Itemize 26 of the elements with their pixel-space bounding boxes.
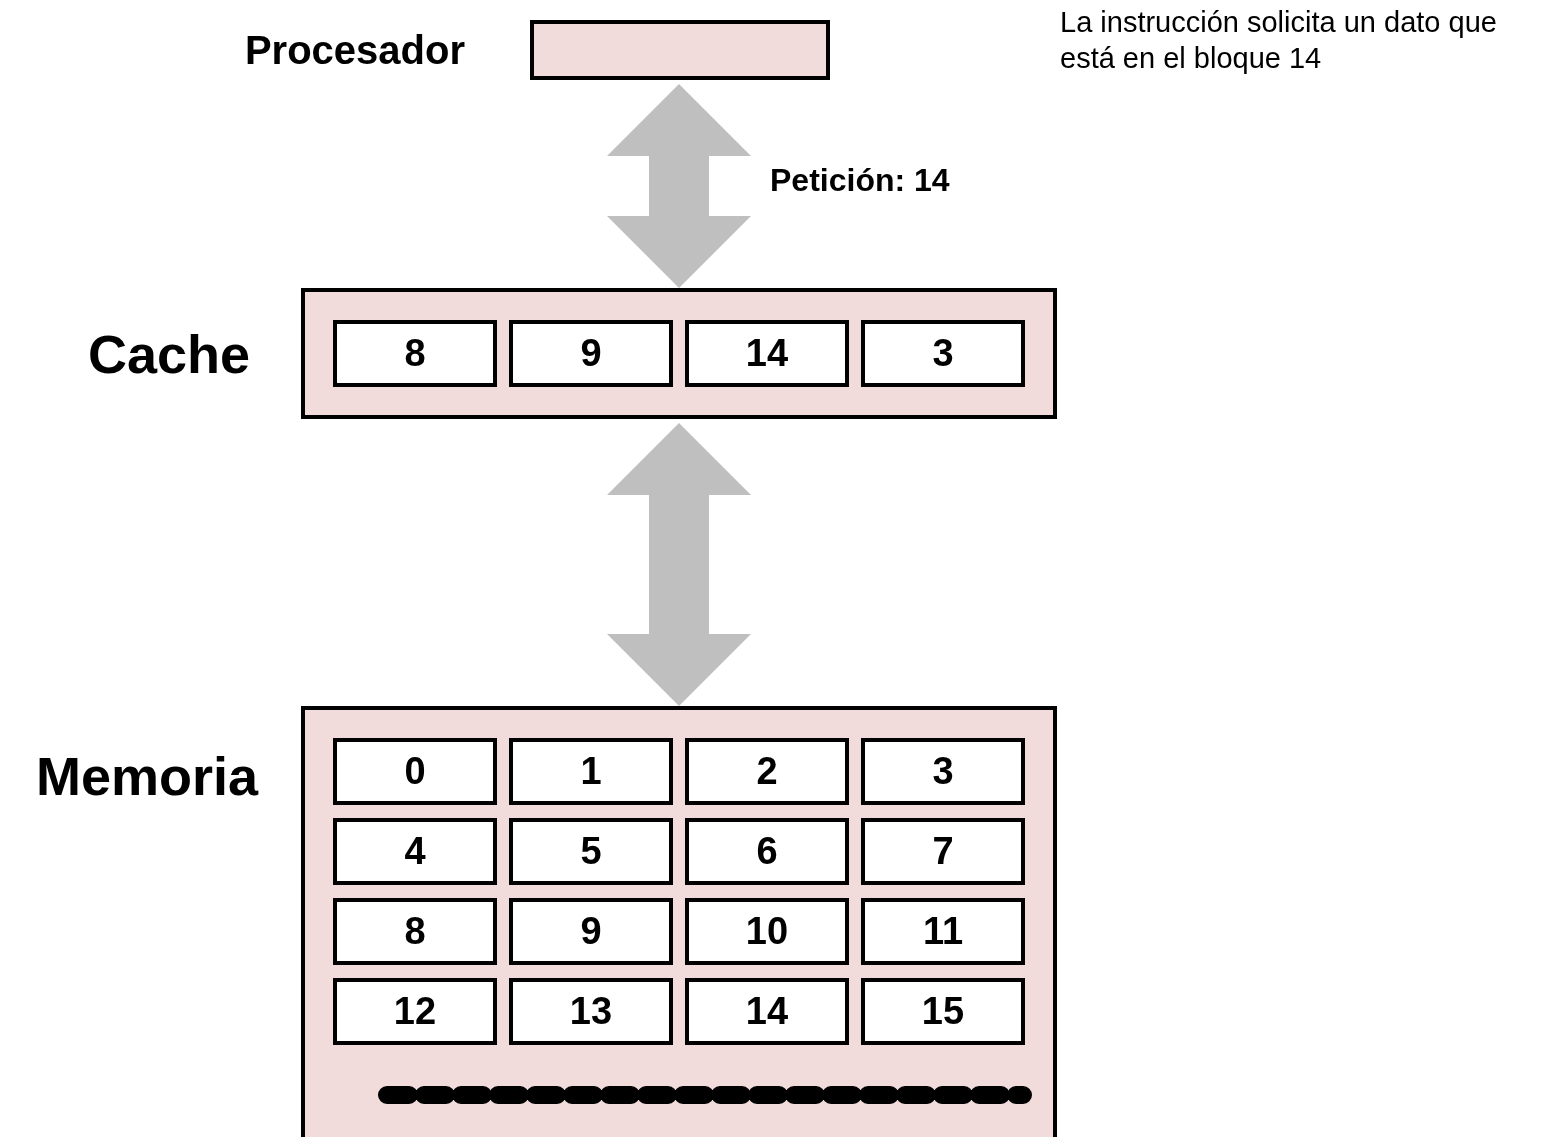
memory-block: 7 — [861, 818, 1025, 885]
memory-block: 10 — [685, 898, 849, 965]
memory-block: 13 — [509, 978, 673, 1045]
double-arrow — [607, 423, 751, 706]
double-arrow — [607, 84, 751, 288]
memory-block: 8 — [333, 320, 497, 387]
box-title: Memoria — [34, 745, 258, 808]
memory-block: 1 — [509, 738, 673, 805]
memory-block: 15 — [861, 978, 1025, 1045]
memory-block: 4 — [333, 818, 497, 885]
memory-block: 3 — [861, 738, 1025, 805]
memory-block: 2 — [685, 738, 849, 805]
note-text: La instrucción solicita un dato que está en el bloque 14 — [1060, 5, 1498, 76]
memory-block: 12 — [333, 978, 497, 1045]
memory-block: 8 — [333, 898, 497, 965]
memory-block: 9 — [509, 320, 673, 387]
memory-block: 0 — [333, 738, 497, 805]
box-title: Cache — [86, 322, 250, 386]
memory-block: 6 — [685, 818, 849, 885]
box-title: Procesador — [243, 26, 465, 74]
memory-block: 11 — [861, 898, 1025, 965]
memory-block: 14 — [685, 320, 849, 387]
memory-block: 14 — [685, 978, 849, 1045]
memory-block: 5 — [509, 818, 673, 885]
memory-block: 3 — [861, 320, 1025, 387]
memory-block: 9 — [509, 898, 673, 965]
